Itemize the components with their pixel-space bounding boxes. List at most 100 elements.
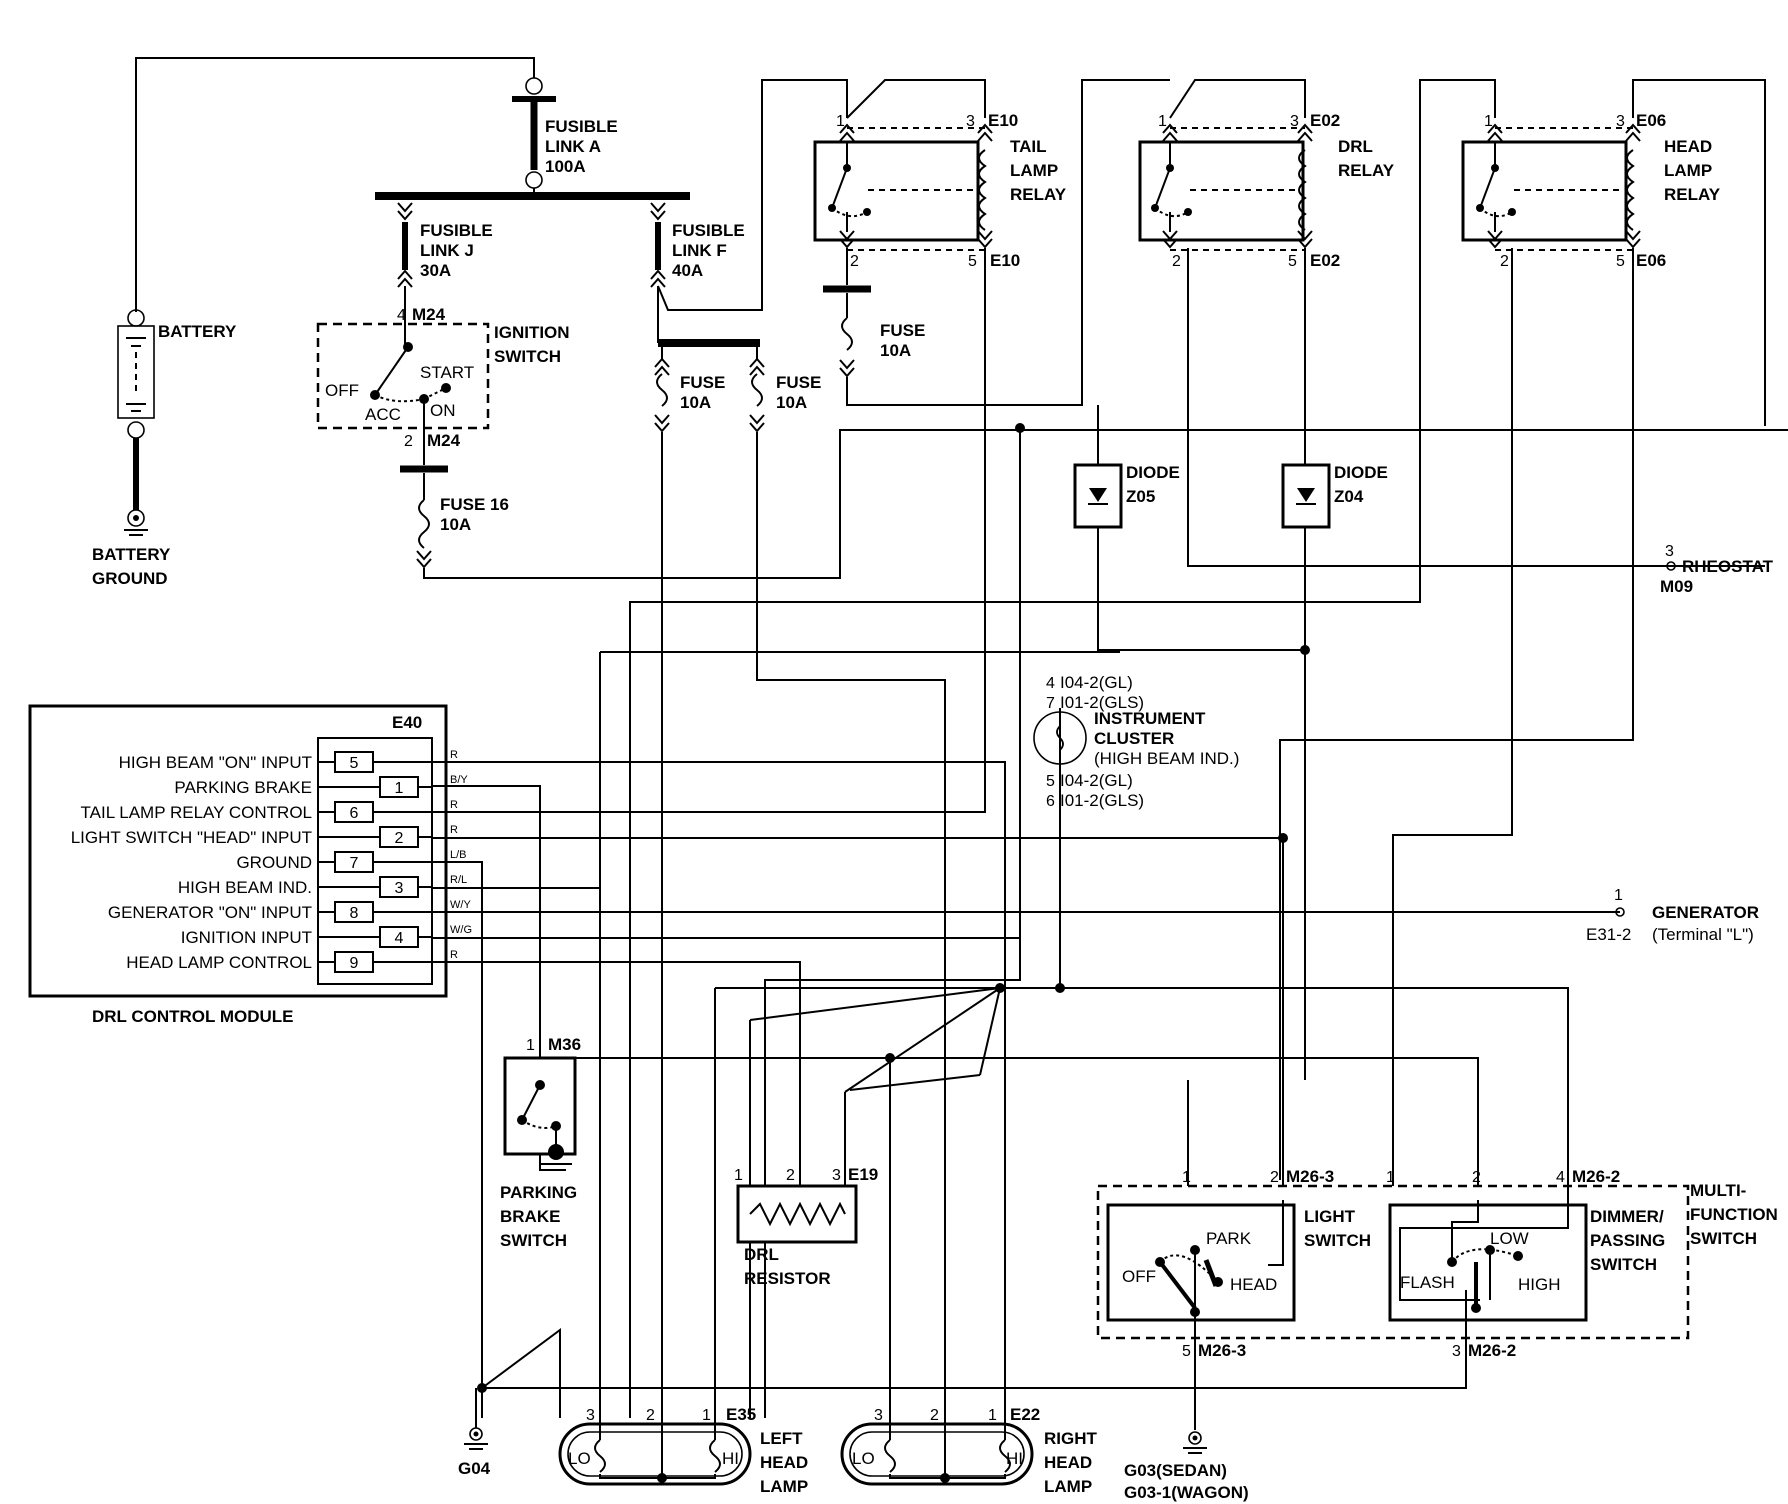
diode-z04 <box>1281 463 1331 529</box>
rlamp-title-1: RIGHT <box>1044 1429 1098 1448</box>
ic-top-pin-1: 4 <box>1046 675 1055 692</box>
llamp-title-3: LAMP <box>760 1477 808 1496</box>
drl-pin-number: 2 <box>395 830 404 847</box>
generator-terminal: (Terminal "L") <box>1652 925 1754 944</box>
tlr-pin-1: 1 <box>836 113 845 130</box>
ic-bot-conn-1: I04-2(GL) <box>1060 771 1133 790</box>
ds-pin-4: 4 <box>1556 1169 1565 1186</box>
ls-title-1: LIGHT <box>1304 1207 1356 1226</box>
tlr-pin-5: 5 <box>968 253 977 270</box>
ls-pos-park: PARK <box>1206 1229 1252 1248</box>
drl-wire-color-code: L/B <box>450 849 467 861</box>
pbs-title-1: PARKING <box>500 1183 577 1202</box>
ic-top-conn-2: I01-2(GLS) <box>1060 693 1144 712</box>
res-conn: E19 <box>848 1165 878 1184</box>
ls-conn-top: M26-3 <box>1286 1167 1334 1186</box>
ign-pos-start: START <box>420 363 474 382</box>
generator <box>1615 907 1625 917</box>
llamp-pin-3: 3 <box>586 1407 595 1424</box>
ds-title-3: SWITCH <box>1590 1255 1657 1274</box>
ign-pin-bottom: 2 <box>404 433 413 450</box>
ds-conn-top: M26-2 <box>1572 1167 1620 1186</box>
drl-pin-number: 9 <box>350 955 359 972</box>
drl-pin-number: 6 <box>350 805 359 822</box>
llamp-title-2: HEAD <box>760 1453 808 1472</box>
drl-wire-color-code: R/L <box>450 874 467 886</box>
hlr-pin-5: 5 <box>1616 253 1625 270</box>
drl-pin-number: 3 <box>395 880 404 897</box>
hlr-title-2: LAMP <box>1664 161 1712 180</box>
fusible-link-a-label-2: LINK A <box>545 137 601 156</box>
llamp-title-1: LEFT <box>760 1429 803 1448</box>
diode-z05-label: DIODE <box>1126 463 1180 482</box>
ic-bot-pin-1: 5 <box>1046 773 1055 790</box>
fuses-a-b <box>654 343 946 1418</box>
drl-relay-pin-3: 3 <box>1290 113 1299 130</box>
ls-pos-off: OFF <box>1122 1267 1156 1286</box>
rheostat-conn: M09 <box>1660 577 1693 596</box>
fuse-a-label-1: FUSE <box>680 373 725 392</box>
ds-pin-3: 3 <box>1452 1343 1461 1360</box>
diode-z04-label: DIODE <box>1334 463 1388 482</box>
res-pin-1: 1 <box>734 1167 743 1184</box>
dimmer-switch <box>477 1180 1569 1393</box>
llamp-pin-2: 2 <box>646 1407 655 1424</box>
drl-pin-number: 7 <box>350 855 359 872</box>
tail-lamp-relay <box>813 79 1170 800</box>
fuse-b-label-2: 10A <box>776 393 807 412</box>
ground-g04 <box>464 1388 488 1450</box>
ls-pin-1: 1 <box>1182 1169 1191 1186</box>
rlamp-pin-3: 3 <box>874 1407 883 1424</box>
tlr-title-3: RELAY <box>1010 185 1067 204</box>
tlr-conn-bottom: E10 <box>990 251 1020 270</box>
drl-wire-color-code: R <box>450 824 458 836</box>
fusible-link-a-label-3: 100A <box>545 157 586 176</box>
ign-conn-top: M24 <box>412 305 446 324</box>
drl-input-label: GENERATOR "ON" INPUT <box>108 903 312 922</box>
ic-top-pin-2: 7 <box>1046 695 1055 712</box>
tlr-conn-top: E10 <box>988 111 1018 130</box>
ls-title-2: SWITCH <box>1304 1231 1371 1250</box>
drl-module-conn: E40 <box>392 713 422 732</box>
drl-relay-pin-1: 1 <box>1158 113 1167 130</box>
instrument-cluster <box>1033 708 1087 988</box>
drl-input-label: HIGH BEAM IND. <box>178 878 312 897</box>
fusible-link-f-label-3: 40A <box>672 261 703 280</box>
drl-control-module <box>28 704 448 998</box>
ds-title-2: PASSING <box>1590 1231 1665 1250</box>
ls-conn-bottom: M26-3 <box>1198 1341 1246 1360</box>
rlamp-pin-2: 2 <box>930 1407 939 1424</box>
fusible-link-a-label-1: FUSIBLE <box>545 117 618 136</box>
drl-wire-color-code: W/Y <box>450 899 471 911</box>
rlamp-conn: E22 <box>1010 1405 1040 1424</box>
g04-label: G04 <box>458 1459 491 1478</box>
ign-pin-top: 4 <box>397 307 406 324</box>
tlr-title-2: LAMP <box>1010 161 1058 180</box>
ds-pos-low: LOW <box>1490 1229 1529 1248</box>
light-switch <box>1155 1080 1284 1454</box>
drl-input-label: GROUND <box>236 853 312 872</box>
tlr-pin-3: 3 <box>966 113 975 130</box>
mfs-title-1: MULTI- <box>1690 1181 1746 1200</box>
fusible-link-j <box>397 202 413 345</box>
fusible-link-j-label-2: LINK J <box>420 241 474 260</box>
battery-label: BATTERY <box>158 322 237 341</box>
drl-input-label: TAIL LAMP RELAY CONTROL <box>81 803 312 822</box>
ds-pin-1: 1 <box>1386 1169 1395 1186</box>
ign-pos-acc: ACC <box>365 405 401 424</box>
drl-pin-number: 5 <box>350 755 359 772</box>
drl-relay-conn-top: E02 <box>1310 111 1340 130</box>
g03-label-2: G03-1(WAGON) <box>1124 1483 1249 1502</box>
hlr-conn-bottom: E06 <box>1636 251 1666 270</box>
battery-ground-label-1: BATTERY <box>92 545 171 564</box>
drl-input-label: LIGHT SWITCH "HEAD" INPUT <box>71 828 312 847</box>
ls-pin-5: 5 <box>1182 1343 1191 1360</box>
drl-wire-color-code: W/G <box>450 924 472 936</box>
hlr-title-1: HEAD <box>1664 137 1712 156</box>
llamp-conn: E35 <box>726 1405 756 1424</box>
drl-relay <box>1138 79 1765 1080</box>
rlamp-title-2: HEAD <box>1044 1453 1092 1472</box>
battery-ground-label-2: GROUND <box>92 569 168 588</box>
llamp-hi: HI <box>722 1449 739 1468</box>
